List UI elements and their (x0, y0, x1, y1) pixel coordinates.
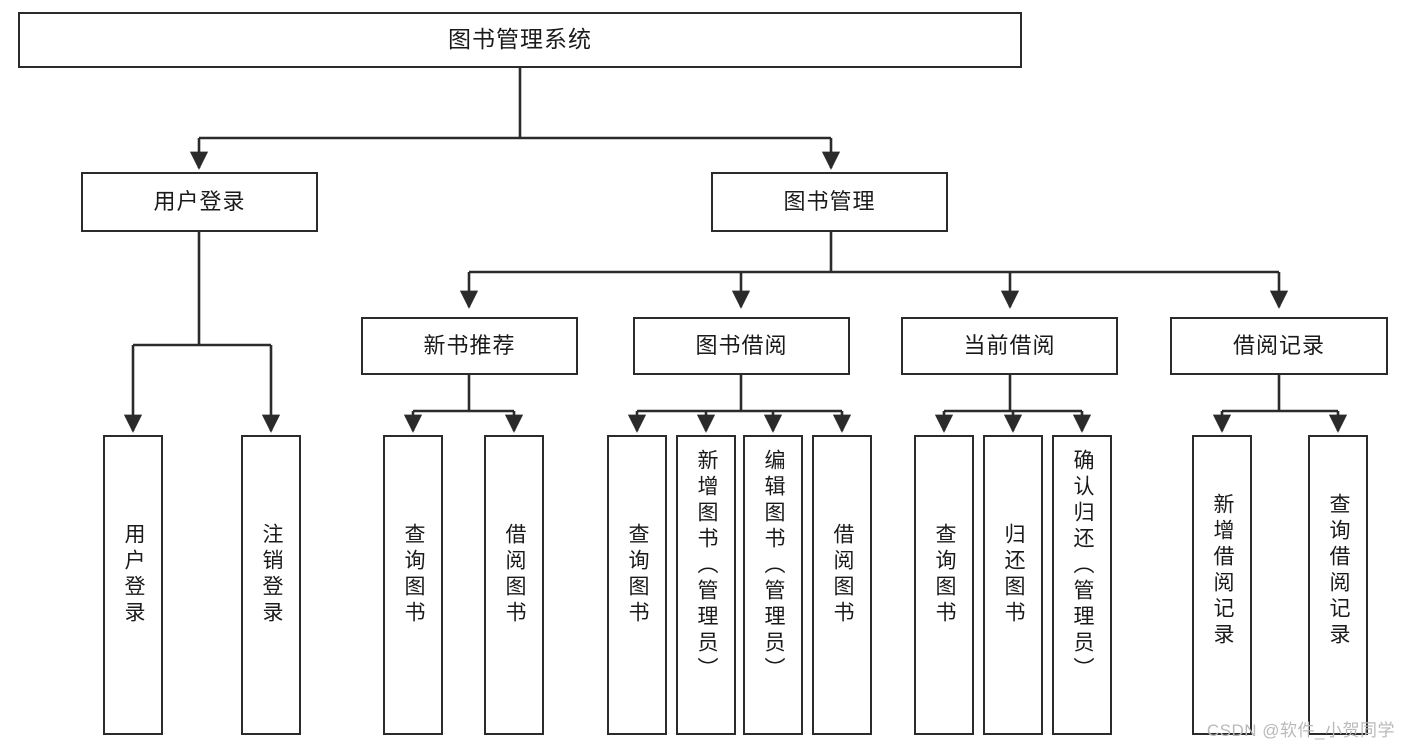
node-leaf-query-book-rec-label: 查询图书 (402, 523, 426, 627)
node-leaf-logout[interactable]: 注销登录 (241, 435, 301, 735)
node-leaf-confirm-return-label: 确认归还（管理员） (1071, 449, 1095, 683)
node-leaf-confirm-return[interactable]: 确认归还（管理员） (1052, 435, 1112, 735)
node-borrow-record-label: 借阅记录 (1232, 332, 1325, 358)
node-leaf-add-book[interactable]: 新增图书（管理员） (676, 435, 736, 735)
node-leaf-borrow-book-rec[interactable]: 借阅图书 (484, 435, 544, 735)
node-leaf-return-book[interactable]: 归还图书 (983, 435, 1043, 735)
node-leaf-add-book-label: 新增图书（管理员） (695, 449, 719, 683)
node-leaf-user-login[interactable]: 用户登录 (103, 435, 163, 735)
node-new-book-recommend[interactable]: 新书推荐 (361, 317, 578, 375)
node-book-borrow[interactable]: 图书借阅 (633, 317, 850, 375)
node-leaf-query-book-bor-label: 查询图书 (626, 523, 650, 627)
node-leaf-edit-book[interactable]: 编辑图书（管理员） (743, 435, 803, 735)
node-leaf-user-login-label: 用户登录 (122, 523, 146, 627)
node-leaf-borrow-book-bor[interactable]: 借阅图书 (812, 435, 872, 735)
node-current-borrow[interactable]: 当前借阅 (901, 317, 1118, 375)
node-leaf-add-record[interactable]: 新增借阅记录 (1192, 435, 1252, 735)
node-leaf-query-book-cur[interactable]: 查询图书 (914, 435, 974, 735)
node-leaf-query-book-bor[interactable]: 查询图书 (607, 435, 667, 735)
node-book-borrow-label: 图书借阅 (695, 332, 788, 358)
node-root[interactable]: 图书管理系统 (18, 12, 1022, 68)
node-root-label: 图书管理系统 (448, 26, 592, 53)
node-leaf-borrow-book-bor-label: 借阅图书 (831, 523, 855, 627)
node-user-login[interactable]: 用户登录 (81, 172, 318, 232)
node-leaf-edit-book-label: 编辑图书（管理员） (762, 449, 786, 683)
node-leaf-query-book-rec[interactable]: 查询图书 (383, 435, 443, 735)
watermark-text: CSDN @软件_小贺同学 (1206, 721, 1395, 740)
node-book-manage[interactable]: 图书管理 (711, 172, 948, 232)
node-user-login-label: 用户登录 (153, 188, 246, 214)
node-leaf-query-record[interactable]: 查询借阅记录 (1308, 435, 1368, 735)
node-new-book-recommend-label: 新书推荐 (423, 332, 516, 358)
node-leaf-borrow-book-rec-label: 借阅图书 (503, 523, 527, 627)
node-leaf-query-book-cur-label: 查询图书 (933, 523, 957, 627)
node-book-manage-label: 图书管理 (783, 188, 876, 214)
node-leaf-logout-label: 注销登录 (260, 523, 284, 627)
node-leaf-return-book-label: 归还图书 (1002, 523, 1026, 627)
node-borrow-record[interactable]: 借阅记录 (1170, 317, 1388, 375)
node-leaf-query-record-label: 查询借阅记录 (1327, 493, 1351, 649)
node-current-borrow-label: 当前借阅 (963, 332, 1056, 358)
node-leaf-add-record-label: 新增借阅记录 (1211, 493, 1235, 649)
